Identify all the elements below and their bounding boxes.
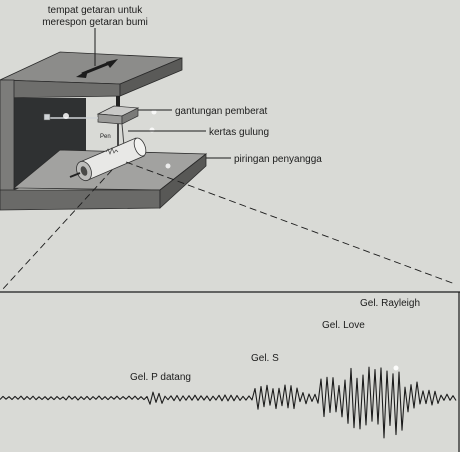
base-plate-front bbox=[0, 189, 161, 211]
paper-drum-far-end bbox=[133, 137, 147, 157]
frame-left-column bbox=[0, 79, 15, 209]
frame-top-side bbox=[119, 57, 183, 97]
highlight-4 bbox=[151, 109, 157, 115]
top-label-line2: merespon getaran bumi bbox=[42, 17, 148, 28]
hanging-weight-side bbox=[121, 107, 139, 125]
zoom-line-right bbox=[125, 161, 456, 285]
highlight-trace bbox=[393, 365, 399, 371]
pen-stem-secondary bbox=[121, 123, 125, 147]
label-plate: piringan penyangga bbox=[234, 154, 322, 165]
vibration-arrow-head-left bbox=[76, 70, 88, 78]
drum-trace bbox=[105, 147, 119, 155]
highlight-1 bbox=[63, 113, 69, 119]
highlight-3 bbox=[165, 163, 171, 169]
label-s-wave: Gel. S bbox=[251, 353, 279, 364]
label-p-wave: Gel. P datang bbox=[130, 372, 191, 383]
label-paper: kertas gulung bbox=[209, 127, 269, 138]
highlight-2 bbox=[149, 127, 155, 133]
seismogram-trace bbox=[0, 366, 457, 439]
pen-label: Pen bbox=[100, 134, 111, 140]
zoom-line-left bbox=[1, 169, 113, 291]
label-love-wave: Gel. Love bbox=[322, 320, 365, 331]
arm-pivot bbox=[43, 113, 51, 121]
paper-drum-hole bbox=[80, 166, 88, 176]
top-label-line1: tempat getaran untuk bbox=[48, 5, 144, 16]
base-plate-side bbox=[159, 153, 207, 209]
suspension-rod bbox=[116, 96, 120, 112]
label-weight: gantungan pemberat bbox=[175, 106, 268, 117]
hanging-weight-front bbox=[97, 113, 123, 125]
vibration-arrow-head-right bbox=[106, 59, 118, 68]
seismograph-apparatus: Pen bbox=[0, 51, 208, 211]
label-rayleigh-wave: Gel. Rayleigh bbox=[360, 298, 420, 309]
drum-axle bbox=[69, 172, 81, 178]
apparatus-labels: tempat getaran untuk merespon getaran bu… bbox=[42, 5, 322, 165]
